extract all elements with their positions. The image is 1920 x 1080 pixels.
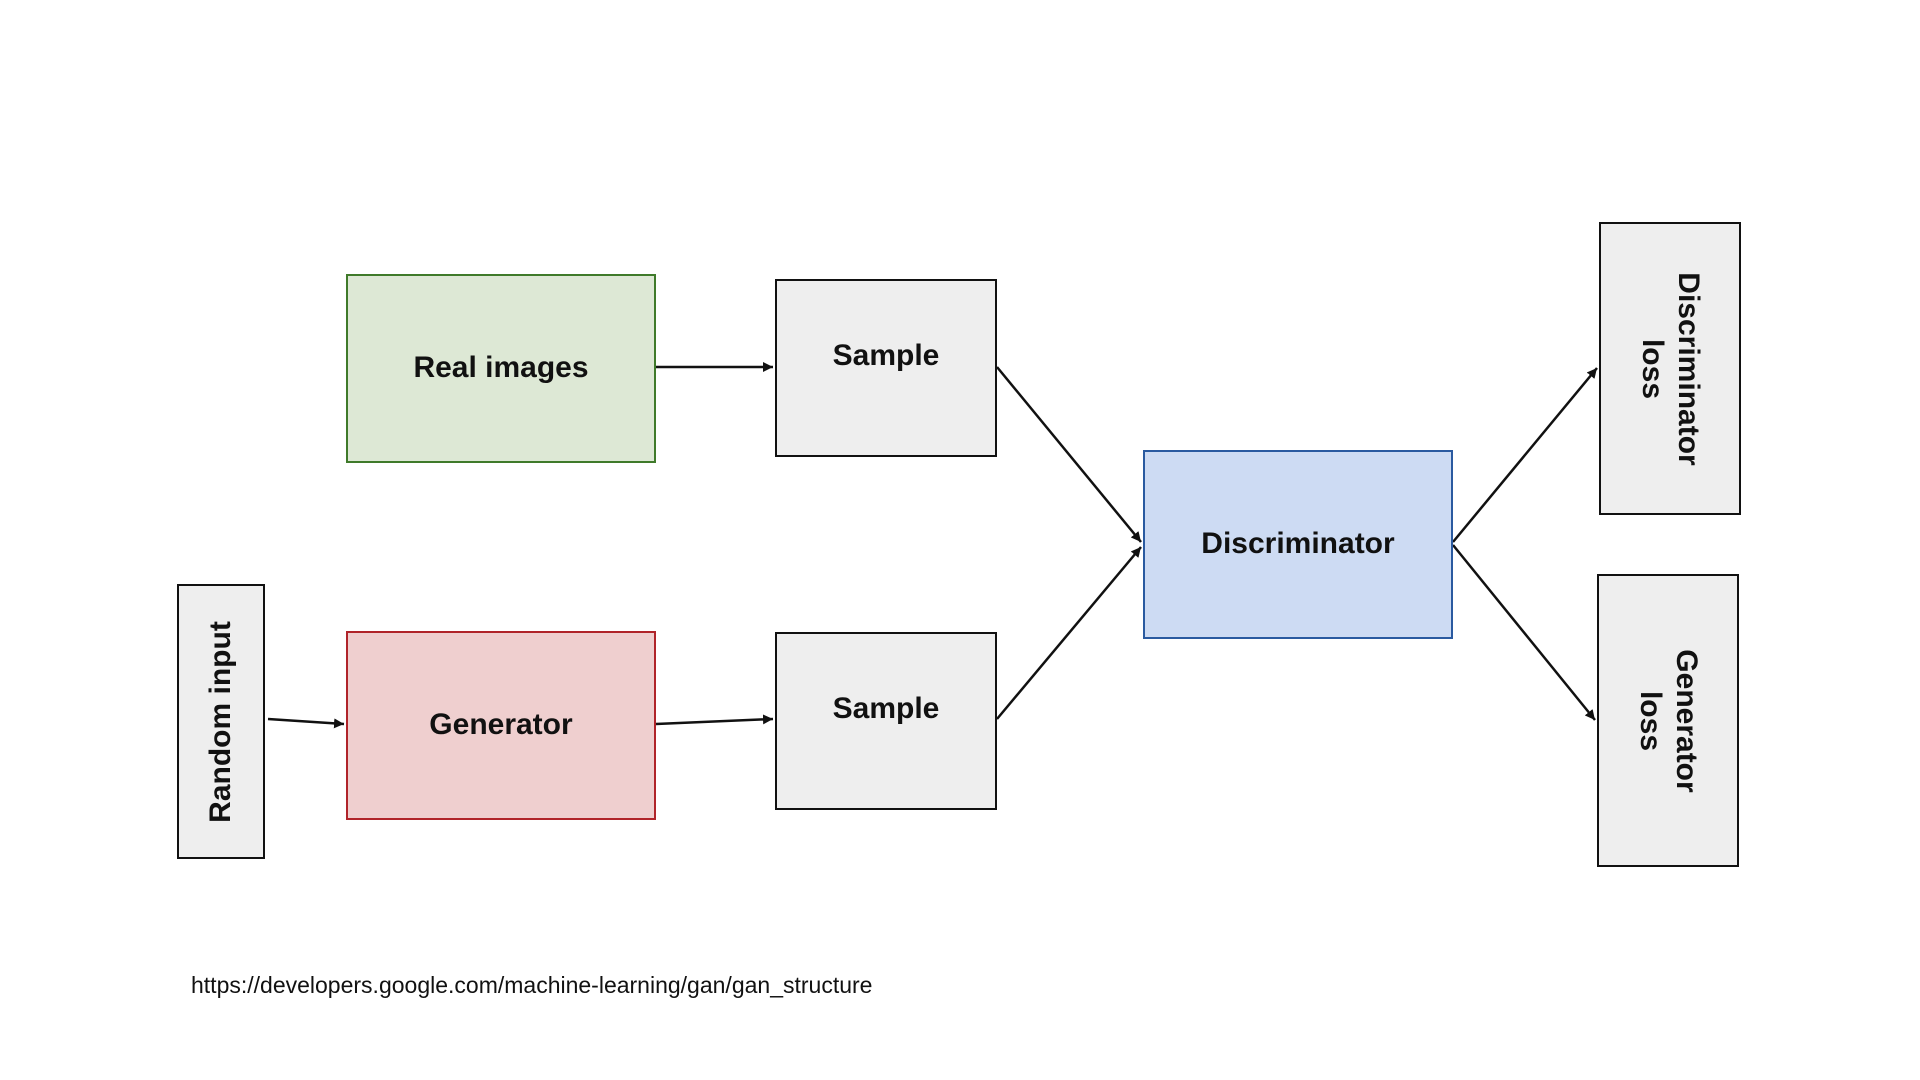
discriminator-node: Discriminator (1143, 450, 1453, 639)
sample-top-node: Sample (775, 279, 997, 457)
sample-bottom-label: Sample (832, 691, 940, 725)
edge-discriminator-to-generator-loss (1452, 544, 1596, 721)
edge-random-input-to-generator (267, 717, 345, 729)
generator-loss-label: Generator loss (1634, 648, 1703, 793)
generator-loss-node: Generator loss (1597, 574, 1739, 867)
discriminator-label: Discriminator (1201, 527, 1395, 561)
sample-bottom-node: Sample (775, 632, 997, 810)
real-images-label: Real images (413, 351, 589, 385)
edge-sample-top-to-discriminator (996, 366, 1142, 543)
real-images-node: Real images (346, 274, 656, 463)
sample-top-label: Sample (832, 338, 940, 372)
edge-generator-to-sample (655, 714, 774, 726)
edge-discriminator-to-discriminator-loss (1452, 367, 1598, 543)
discriminator-loss-node: Discriminator loss (1599, 222, 1741, 515)
discriminator-loss-label: Discriminator loss (1636, 271, 1705, 466)
source-url-caption: https://developers.google.com/machine-le… (191, 972, 873, 998)
random-input-node: Random input (177, 584, 265, 859)
random-input-label: Random input (203, 620, 237, 823)
edge-sample-bottom-to-discriminator (996, 546, 1142, 720)
generator-label: Generator (429, 708, 573, 742)
generator-node: Generator (346, 631, 656, 820)
